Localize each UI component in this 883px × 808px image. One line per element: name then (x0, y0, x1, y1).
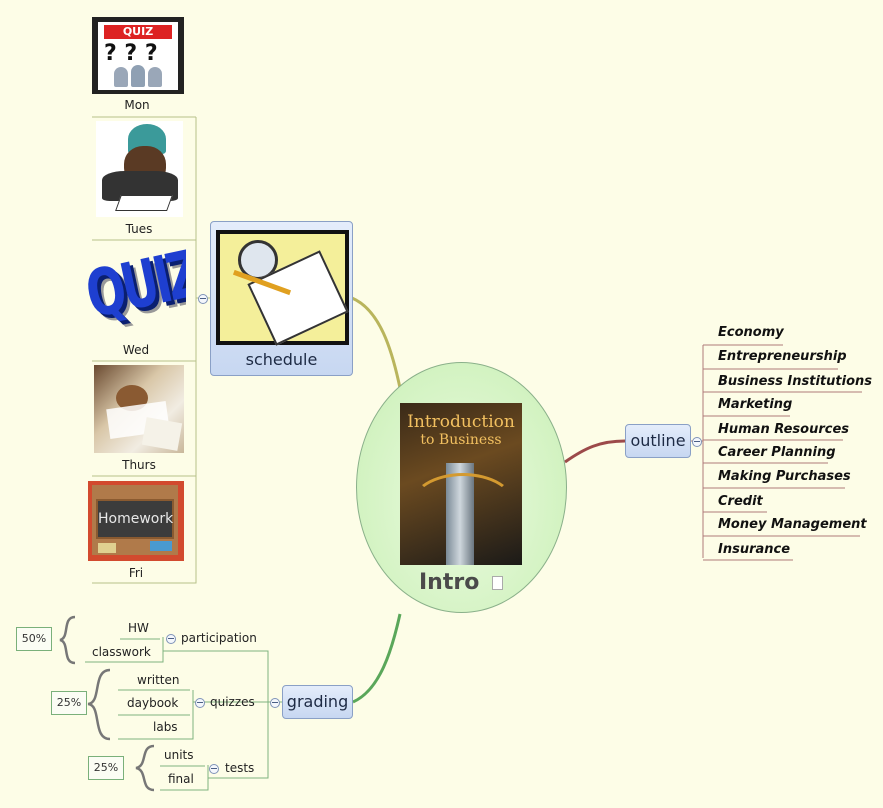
participation-brace (59, 615, 76, 665)
tests-collapse-toggle[interactable] (209, 764, 219, 774)
outline-item[interactable]: Economy (718, 325, 784, 340)
quiz-3d-text: QUIZ (86, 243, 186, 333)
day-label-mon: Mon (124, 98, 150, 112)
intro-title: Intro (419, 570, 480, 595)
grading-item[interactable]: classwork (92, 645, 151, 659)
quiz-sign-text: QUIZ (104, 25, 172, 39)
grading-item[interactable]: labs (153, 720, 178, 734)
outline-item[interactable]: Career Planning (718, 445, 836, 460)
outline-collapse-toggle[interactable] (692, 437, 702, 447)
participation-label[interactable]: participation (181, 631, 257, 645)
mon-quiz-picture: QUIZ ? ? ? (92, 17, 184, 94)
notebook-clock-picture (216, 230, 349, 346)
grading-connector (352, 613, 402, 704)
grading-collapse-toggle[interactable] (270, 698, 280, 708)
quizzes-collapse-toggle[interactable] (195, 698, 205, 708)
outline-topic[interactable]: outline (625, 424, 691, 458)
schedule-label: schedule (245, 350, 318, 369)
quizzes-weight: 25% (51, 691, 87, 715)
day-label-fri: Fri (128, 566, 144, 580)
outline-item[interactable]: Entrepreneurship (718, 349, 847, 364)
person-silhouette-icon (114, 67, 128, 87)
grading-item[interactable]: daybook (127, 696, 179, 710)
grading-item[interactable]: HW (128, 621, 149, 635)
outline-label: outline (630, 431, 686, 450)
book-title-line1: Introduction (407, 412, 515, 432)
schedule-topic[interactable]: schedule (210, 221, 353, 376)
wed-quiz-picture: QUIZ (86, 243, 186, 339)
book-cover-picture: Introduction to Business (400, 403, 522, 565)
quizzes-label[interactable]: quizzes (210, 695, 255, 709)
schedule-connector (351, 296, 402, 389)
fri-homework-picture: Homework (88, 481, 184, 561)
tests-brace (135, 744, 155, 792)
quizzes-brace (87, 668, 111, 741)
grading-item[interactable]: written (137, 673, 180, 687)
outline-connector (564, 439, 626, 464)
question-mark-icon: ? ? ? (104, 41, 158, 66)
tests-label[interactable]: tests (225, 761, 255, 775)
day-label-wed: Wed (122, 343, 150, 357)
outline-item[interactable]: Human Resources (718, 422, 850, 437)
schedule-collapse-toggle[interactable] (198, 294, 208, 304)
homework-board-text: Homework (96, 499, 174, 539)
schedule-frame (92, 117, 197, 584)
outline-item[interactable]: Marketing (718, 397, 793, 412)
note-icon[interactable] (492, 576, 503, 590)
outline-item[interactable]: Making Purchases (718, 469, 851, 484)
outline-item[interactable]: Business Institutions (718, 374, 872, 389)
grading-label: grading (286, 692, 349, 711)
outline-item[interactable]: Credit (718, 494, 763, 509)
day-label-tues: Tues (125, 222, 153, 236)
participation-weight: 50% (16, 627, 52, 651)
tues-student-picture (96, 121, 183, 217)
grading-topic[interactable]: grading (282, 685, 353, 719)
participation-collapse-toggle[interactable] (166, 634, 176, 644)
outline-item[interactable]: Insurance (718, 542, 791, 557)
tests-weight: 25% (88, 756, 124, 780)
outline-item[interactable]: Money Management (718, 517, 867, 532)
thurs-student-picture (94, 365, 184, 453)
grading-item[interactable]: final (168, 772, 194, 786)
grading-item[interactable]: units (164, 748, 194, 762)
day-label-thurs: Thurs (122, 458, 156, 472)
book-title-line2: to Business (420, 432, 502, 448)
